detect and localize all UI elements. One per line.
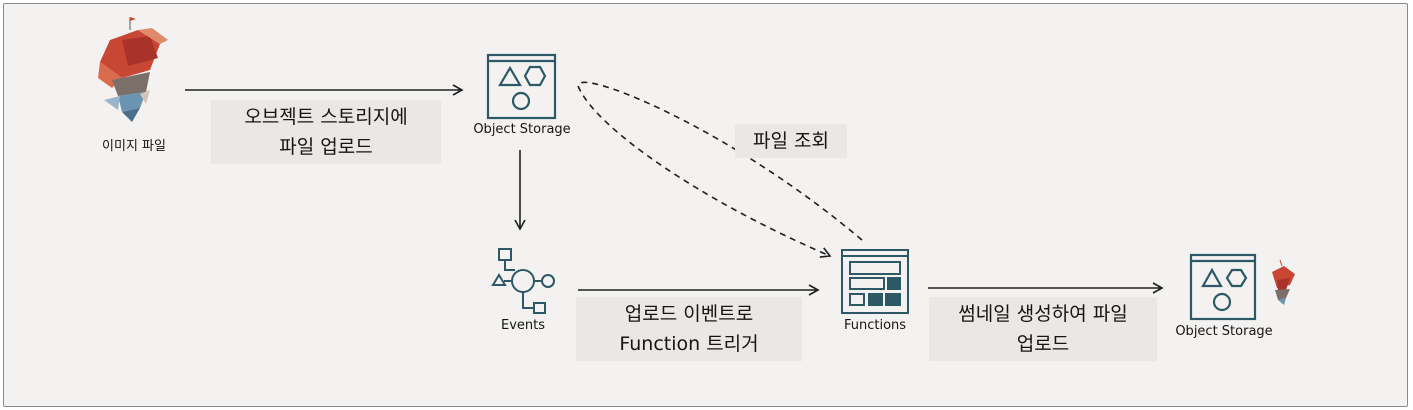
read-file-label-line1: 파일 조회 bbox=[753, 130, 829, 152]
event-trigger-label: 업로드 이벤트로 Function 트리거 bbox=[576, 297, 802, 361]
arrow-read-file-dashed bbox=[577, 81, 863, 258]
object-storage-target-caption: Object Storage bbox=[1175, 324, 1273, 339]
event-trigger-label-line2: Function 트리거 bbox=[619, 333, 759, 355]
upload-label-line1: 오브젝트 스토리지에 bbox=[244, 106, 408, 128]
events-icon bbox=[491, 248, 555, 314]
functions-caption: Functions bbox=[843, 318, 907, 333]
thumbnail-upload-label-line2: 업로드 bbox=[1016, 333, 1070, 355]
thumbnail-image-icon bbox=[1272, 259, 1295, 305]
object-storage-source-icon bbox=[486, 53, 557, 120]
events-caption: Events bbox=[500, 318, 546, 333]
thumbnail-upload-label-line1: 썸네일 생성하여 파일 bbox=[958, 303, 1128, 325]
source-image-caption: 이미지 파일 bbox=[102, 139, 166, 154]
upload-label: 오브젝트 스토리지에 파일 업로드 bbox=[211, 100, 441, 164]
thumbnail-upload-label: 썸네일 생성하여 파일 업로드 bbox=[929, 297, 1157, 361]
read-file-label: 파일 조회 bbox=[735, 124, 847, 158]
image-file-icon bbox=[98, 17, 168, 122]
event-trigger-label-line1: 업로드 이벤트로 bbox=[624, 303, 754, 325]
upload-label-line2: 파일 업로드 bbox=[279, 136, 373, 158]
functions-icon bbox=[841, 249, 909, 314]
object-storage-source-caption: Object Storage bbox=[473, 122, 571, 137]
object-storage-target-icon bbox=[1189, 253, 1257, 321]
